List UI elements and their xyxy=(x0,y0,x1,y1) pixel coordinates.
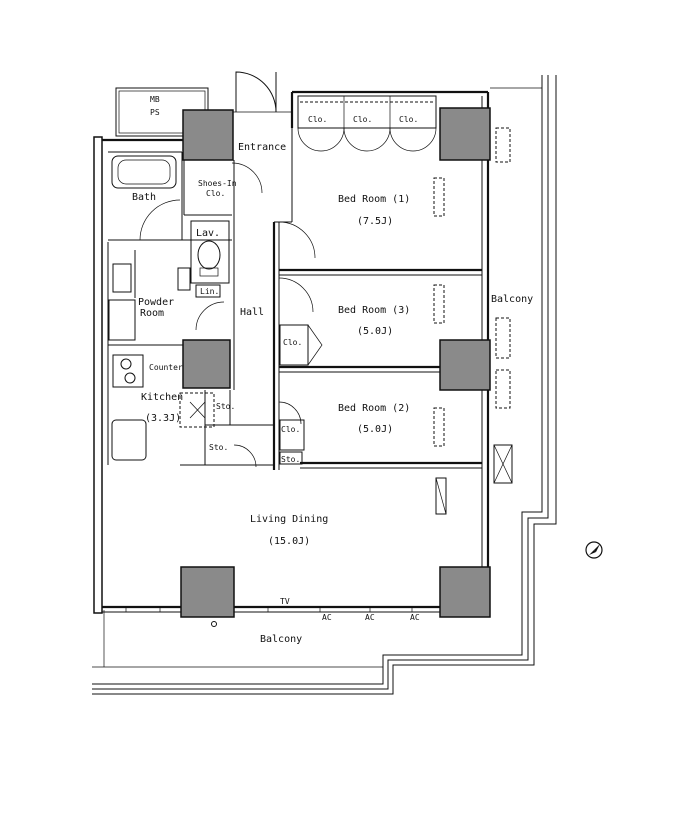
clo-label-2: Clo. xyxy=(353,115,372,124)
counter-label: Counter xyxy=(149,363,183,372)
lav-label: Lav. xyxy=(196,228,220,239)
clo-label-1: Clo. xyxy=(308,115,327,124)
entrance-label: Entrance xyxy=(238,142,286,153)
exterior-walls xyxy=(93,90,490,614)
shoes-in-door-swing xyxy=(231,162,263,194)
kitchen-label: Kitchen xyxy=(141,392,183,403)
living-dining-size-label: (15.0J) xyxy=(268,536,310,547)
powder-room-label-1: Powder xyxy=(138,297,174,308)
structural-columns xyxy=(180,107,491,618)
mb-label: MB xyxy=(150,95,160,104)
bathtub xyxy=(111,155,177,189)
clo-label-3: Clo. xyxy=(399,115,418,124)
ac-label-2: AC xyxy=(365,613,375,622)
interior-walls xyxy=(107,128,482,470)
hall-label: Hall xyxy=(240,307,264,318)
bed1-door-swing xyxy=(278,221,316,259)
south-windows xyxy=(125,607,413,627)
ps-label: PS xyxy=(150,108,160,117)
sto-label-3: Sto. xyxy=(281,455,300,464)
entrance-door xyxy=(233,71,292,113)
lavatory-fixtures xyxy=(112,240,221,298)
bed2-door-swing xyxy=(278,401,302,425)
north-compass-icon xyxy=(585,541,603,559)
bath-door-swing xyxy=(139,199,181,241)
bed1-size-label: (7.5J) xyxy=(357,216,393,227)
powder-room-label-2: Room xyxy=(140,308,164,319)
bath-label: Bath xyxy=(132,192,156,203)
dashed-fixtures xyxy=(308,127,513,515)
tv-label: TV xyxy=(280,597,290,606)
kitchen-size-label: (3.3J) xyxy=(145,413,181,424)
clo-label-bed3: Clo. xyxy=(283,338,302,347)
bed3-size-label: (5.0J) xyxy=(357,326,393,337)
bed2-label: Bed Room (2) xyxy=(338,403,410,414)
bed2-closet xyxy=(279,419,305,465)
sto-label-1: Sto. xyxy=(216,402,235,411)
ac-label-3: AC xyxy=(410,613,420,622)
bed3-closet xyxy=(279,324,323,366)
balcony-east-label: Balcony xyxy=(491,294,533,305)
bed1-label: Bed Room (1) xyxy=(338,194,410,205)
clo-label-bed2: Clo. xyxy=(281,425,300,434)
bed2-size-label: (5.0J) xyxy=(357,424,393,435)
bed3-door-swing xyxy=(278,277,314,313)
lin-label: Lin. xyxy=(200,287,219,296)
ac-label-1: AC xyxy=(322,613,332,622)
shoes-in-label: Shoes-In xyxy=(198,179,237,188)
bed3-label: Bed Room (3) xyxy=(338,305,410,316)
powder-door-swing xyxy=(195,301,225,331)
kitchen-fixtures xyxy=(111,354,215,461)
balcony-south-label: Balcony xyxy=(260,634,302,645)
bed1-closets xyxy=(297,95,437,152)
sto-label-2: Sto. xyxy=(209,443,228,452)
living-dining-label: Living Dining xyxy=(250,514,328,525)
shoes-in-clo-label: Clo. xyxy=(206,189,225,198)
balcony-outline xyxy=(92,75,557,695)
sto-door-swing xyxy=(233,444,257,468)
